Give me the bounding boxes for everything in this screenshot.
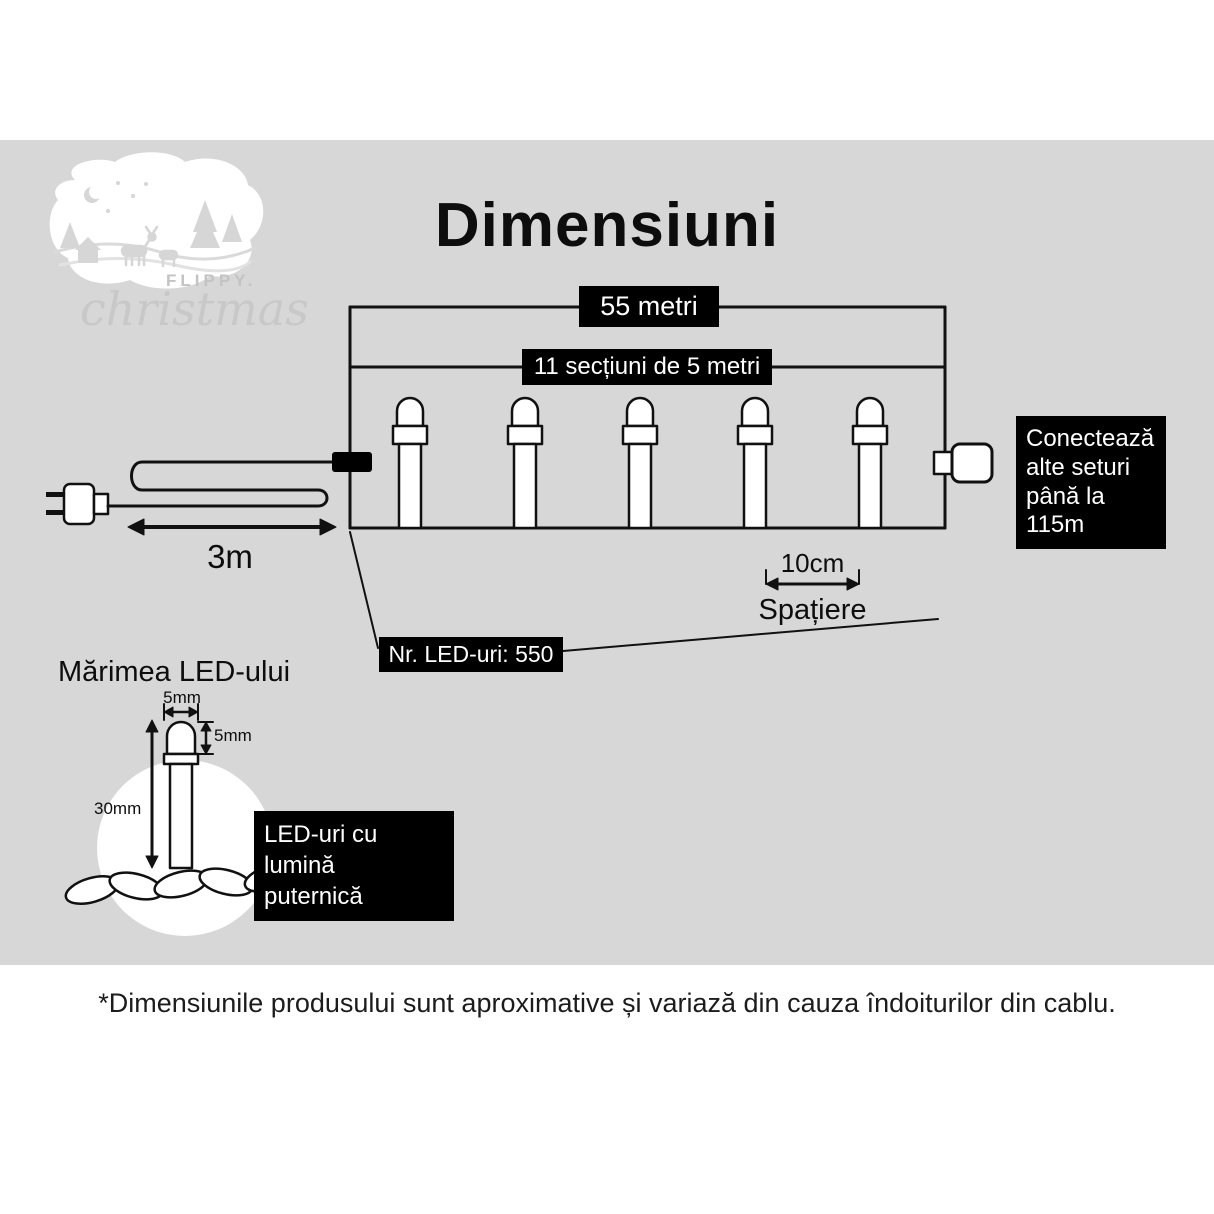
- page-title: Dimensiuni: [434, 191, 780, 260]
- callout-line-1: LED-uri cu lumină: [264, 821, 378, 880]
- stars-icon: [106, 181, 148, 213]
- led-dome-height-label: 5mm: [214, 726, 252, 745]
- spacing-value-label: 10cm: [780, 548, 845, 578]
- callout-line-2: puternică: [264, 883, 363, 911]
- deer-icon: [120, 225, 179, 268]
- connect-sets-callout: Conectează alte seturi până la 115m: [1016, 416, 1166, 550]
- logo-script-text: christmas: [80, 282, 309, 336]
- led-width-label: 5mm: [163, 688, 201, 707]
- cable-connector-icon: [332, 452, 372, 472]
- lead-length-label: 3m: [207, 538, 253, 575]
- led-size-diagram: [64, 703, 299, 936]
- pine-trees-icon: [60, 200, 242, 248]
- spacing-arrow: [765, 569, 860, 591]
- lead-cable-path: [106, 460, 334, 508]
- length-30mm-arrow: [145, 719, 159, 869]
- connect-line-3: până la 115m: [1026, 482, 1105, 539]
- sections-label: 11 secțiuni de 5 metri: [522, 349, 772, 385]
- extension-connector-icon: [932, 442, 994, 484]
- spacing-caption-label: Spațiere: [758, 594, 867, 626]
- connect-line-1: Conectează: [1026, 425, 1155, 452]
- flippy-christmas-logo-icon: [49, 152, 264, 289]
- led-count-pointer-lines: [349, 531, 939, 652]
- total-length-label: 55 metri: [579, 286, 719, 327]
- lead-length-arrow: [127, 518, 337, 536]
- dome-5mm-arrow: [197, 721, 214, 755]
- logo-brand-text: FLIPPY.: [166, 271, 257, 290]
- led-bulb-icon: [851, 396, 889, 530]
- led-bulb-icon: [736, 396, 774, 530]
- led-bulbs-row: [391, 396, 889, 530]
- led-bulb-icon: [506, 396, 544, 530]
- led-count-label: Nr. LED-uri: 550: [379, 637, 563, 672]
- connect-line-2: alte seturi: [1026, 453, 1131, 481]
- house-icon: [75, 237, 101, 263]
- led-bulb-icon: [621, 396, 659, 530]
- led-body-height-label: 30mm: [94, 799, 142, 818]
- power-plug-icon: [46, 482, 110, 526]
- bright-led-callout: LED-uri cu lumină puternică: [254, 811, 454, 921]
- led-bulb-icon: [391, 396, 429, 530]
- led-size-section-title: Mărimea LED-ului: [58, 656, 291, 688]
- led-bulb-large-icon: [162, 720, 200, 870]
- width-5mm-arrow: [163, 703, 199, 721]
- disclaimer-footnote: *Dimensiunile produsului sunt aproximati…: [98, 988, 1116, 1018]
